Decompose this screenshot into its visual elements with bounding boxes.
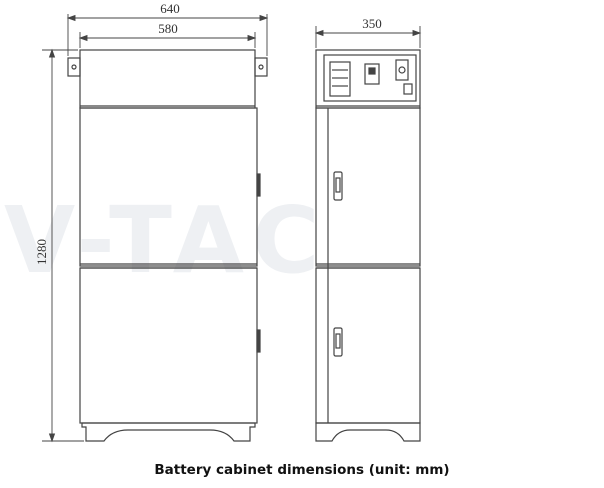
front-lower-hinge — [256, 329, 261, 353]
side-top-module — [315, 49, 421, 109]
depth-label: 350 — [362, 16, 382, 31]
depth-dimension — [314, 26, 422, 48]
panel-breaker — [364, 63, 380, 85]
front-base — [81, 422, 256, 442]
height-label: 1280 — [34, 239, 49, 265]
upper-door-handle — [333, 171, 343, 201]
left-mount-ear — [67, 57, 81, 77]
front-top-module — [79, 49, 256, 109]
lower-door-handle — [333, 327, 343, 357]
panel-connector — [403, 83, 413, 95]
watermark-logo: V-TAC — [4, 187, 328, 294]
svg-text:V-TAC: V-TAC — [4, 187, 328, 294]
panel-indicator — [395, 59, 409, 81]
front-upper-hinge — [256, 173, 261, 197]
control-panel — [323, 54, 417, 102]
front-width-dimensions — [66, 14, 269, 56]
overall-width-label: 640 — [160, 1, 180, 16]
panel-terminal-block — [329, 61, 351, 97]
height-dimension — [42, 48, 84, 443]
side-lower-cabinet — [315, 267, 421, 424]
side-view — [315, 49, 421, 442]
side-base — [315, 422, 421, 442]
front-view — [67, 49, 268, 442]
diagram-caption: Battery cabinet dimensions (unit: mm) — [154, 462, 450, 478]
inner-width-label: 580 — [158, 21, 178, 36]
right-mount-ear — [254, 57, 268, 77]
side-upper-cabinet — [315, 107, 421, 267]
